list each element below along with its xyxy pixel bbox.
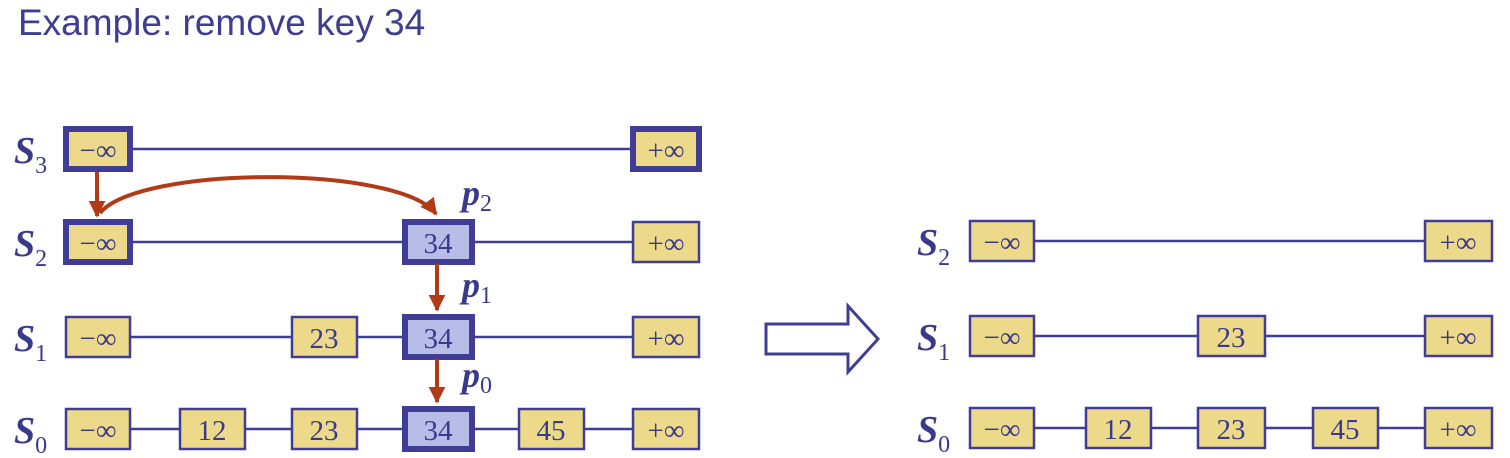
- node-s0-neg-inf: −∞: [64, 407, 132, 451]
- pointer-label-p0: p0: [459, 355, 492, 399]
- node-s3-neg-inf: −∞: [63, 126, 133, 172]
- node-s2-34: 34: [402, 219, 475, 265]
- node-s0-23: 23: [290, 407, 359, 451]
- after-node-s2-neg-inf: −∞: [968, 219, 1036, 263]
- before-links: [130, 147, 633, 431]
- after-links: [1034, 239, 1425, 430]
- node-s1-34: 34: [402, 314, 475, 360]
- svg-text:+∞: +∞: [1439, 227, 1476, 259]
- svg-text:23: 23: [1217, 322, 1246, 354]
- after-level-label-s0: S0: [917, 409, 950, 458]
- node-s0-pos-inf: +∞: [631, 407, 701, 451]
- after-skip-list: S2 S1 S0 −∞ +∞ −∞ 23 +∞ −∞: [917, 219, 1494, 458]
- node-s1-pos-inf: +∞: [631, 315, 701, 359]
- svg-text:−∞: −∞: [79, 415, 116, 447]
- node-s0-12: 12: [178, 407, 247, 451]
- node-s0-34: 34: [402, 406, 475, 452]
- after-node-s0-23: 23: [1196, 406, 1267, 450]
- level-label-s3: S3: [14, 130, 47, 179]
- svg-text:34: 34: [424, 228, 454, 260]
- svg-text:+∞: +∞: [1439, 322, 1476, 354]
- svg-text:23: 23: [310, 323, 339, 355]
- svg-text:12: 12: [1104, 414, 1133, 446]
- svg-text:34: 34: [424, 323, 454, 355]
- after-node-s1-neg-inf: −∞: [968, 314, 1036, 358]
- node-s1-23: 23: [290, 315, 359, 359]
- node-s1-neg-inf: −∞: [64, 315, 132, 359]
- svg-text:+∞: +∞: [1439, 414, 1476, 446]
- node-s3-pos-inf: +∞: [630, 126, 702, 172]
- svg-text:−∞: −∞: [79, 323, 116, 355]
- svg-text:+∞: +∞: [647, 135, 684, 167]
- svg-text:12: 12: [198, 415, 227, 447]
- after-level-label-s2: S2: [917, 222, 950, 271]
- after-level-label-s1: S1: [917, 317, 950, 366]
- page-title: Example: remove key 34: [18, 2, 426, 43]
- after-node-s2-pos-inf: +∞: [1423, 219, 1494, 263]
- after-node-s0-pos-inf: +∞: [1423, 406, 1494, 450]
- after-node-s1-23: 23: [1196, 314, 1267, 358]
- svg-text:−∞: −∞: [983, 322, 1020, 354]
- svg-text:23: 23: [310, 415, 339, 447]
- after-node-s1-pos-inf: +∞: [1423, 314, 1494, 358]
- node-s2-neg-inf: −∞: [63, 219, 133, 265]
- svg-text:23: 23: [1217, 414, 1246, 446]
- level-label-s1: S1: [14, 318, 47, 367]
- svg-text:−∞: −∞: [983, 414, 1020, 446]
- after-node-s0-45: 45: [1311, 406, 1380, 450]
- after-node-s0-12: 12: [1084, 406, 1153, 450]
- search-path: [88, 172, 446, 404]
- level-label-s2: S2: [14, 223, 47, 272]
- svg-text:45: 45: [1331, 414, 1360, 446]
- svg-text:34: 34: [424, 415, 454, 447]
- node-s2-pos-inf: +∞: [631, 220, 701, 264]
- transition-arrow-icon: [764, 302, 881, 376]
- before-skip-list: S3 S2 S1 S0 −∞ +∞ −∞ 34 +∞ −∞: [14, 126, 702, 458]
- svg-text:+∞: +∞: [647, 323, 684, 355]
- level-label-s0: S0: [14, 410, 47, 458]
- svg-text:−∞: −∞: [983, 227, 1020, 259]
- svg-text:+∞: +∞: [647, 228, 684, 260]
- after-node-s0-neg-inf: −∞: [968, 406, 1036, 450]
- node-s0-45: 45: [517, 407, 586, 451]
- pointer-label-p2: p2: [459, 173, 492, 217]
- svg-text:+∞: +∞: [647, 415, 684, 447]
- svg-text:45: 45: [537, 415, 566, 447]
- svg-text:−∞: −∞: [79, 135, 116, 167]
- pointer-label-p1: p1: [459, 265, 492, 309]
- arrow-curve-to-p2: [98, 175, 438, 216]
- svg-text:−∞: −∞: [79, 228, 116, 260]
